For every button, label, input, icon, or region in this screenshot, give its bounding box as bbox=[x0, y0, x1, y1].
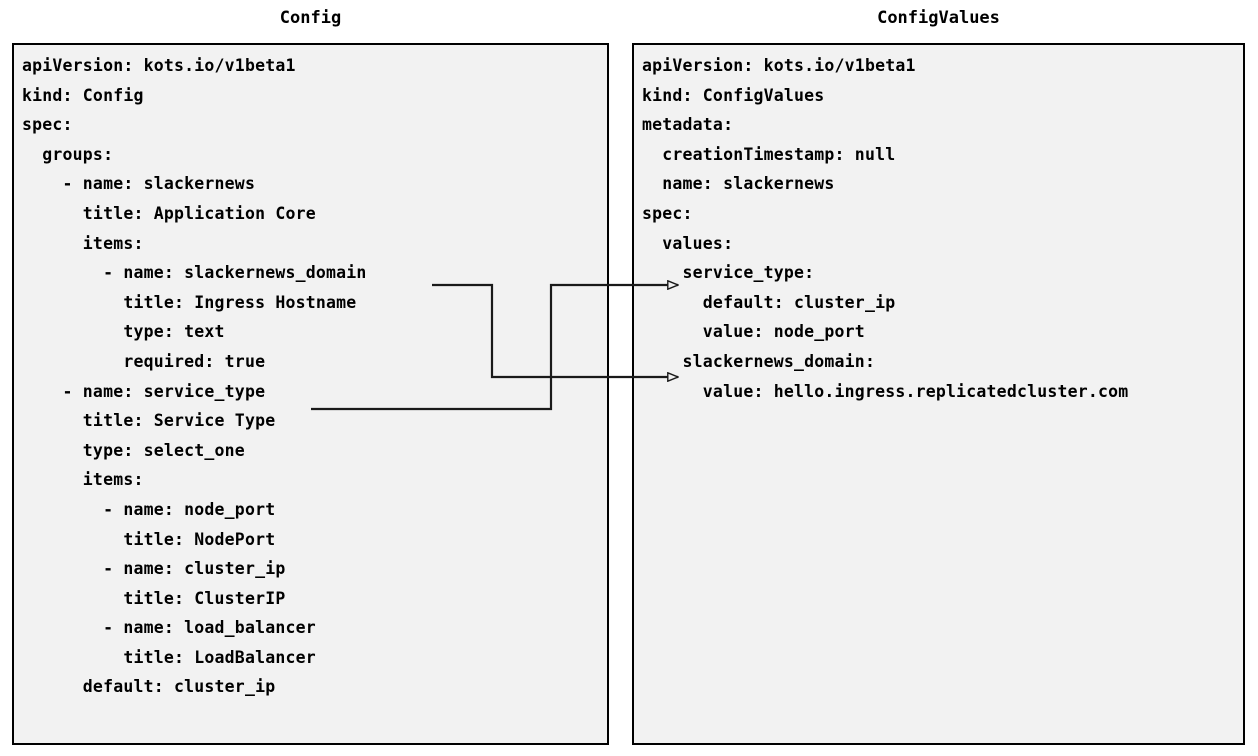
config-yaml-line: title: LoadBalancer bbox=[22, 647, 316, 667]
configvalues-panel-title: ConfigValues bbox=[877, 8, 1000, 28]
configvalues-yaml-line: apiVersion: kots.io/v1beta1 bbox=[642, 56, 916, 75]
configvalues-yaml-line: value: hello.ingress.replicatedcluster.c… bbox=[642, 381, 1129, 401]
config-yaml-line: - name: cluster_ip bbox=[22, 559, 286, 579]
config-yaml-line: title: Application Core bbox=[22, 203, 316, 223]
config-yaml-line: items: bbox=[22, 233, 144, 253]
configvalues-yaml-line: creationTimestamp: null bbox=[642, 144, 896, 164]
config-yaml-line: groups: bbox=[22, 144, 114, 164]
config-yaml-line: title: NodePort bbox=[22, 529, 276, 549]
config-panel-title: Config bbox=[279, 8, 342, 28]
config-yaml-panel: apiVersion: kots.io/v1beta1 kind: Config s… bbox=[12, 43, 609, 745]
config-yaml-line: spec: bbox=[22, 115, 73, 135]
config-yaml-line: - name: node_port bbox=[22, 499, 276, 519]
config-yaml-line: title: Service Type bbox=[22, 411, 276, 431]
configvalues-yaml-line: values: bbox=[642, 233, 734, 253]
config-yaml-line: required: true bbox=[22, 351, 266, 371]
configvalues-yaml-line: slackernews_domain: bbox=[642, 351, 876, 371]
configvalues-yaml-line: metadata: bbox=[642, 115, 734, 135]
configvalues-yaml-line: default: cluster_ip bbox=[642, 292, 896, 312]
configvalues-yaml-lines: apiVersion: kots.io/v1beta1 kind: ConfigV… bbox=[642, 51, 1243, 406]
config-yaml-line: - name: load_balancer bbox=[22, 618, 316, 638]
configvalues-yaml-line: service_type: bbox=[642, 263, 815, 283]
config-yaml-line: title: Ingress Hostname bbox=[22, 292, 357, 312]
config-yaml-line: apiVersion: kots.io/v1beta1 bbox=[22, 56, 296, 75]
configvalues-yaml-line: kind: ConfigValues bbox=[642, 85, 825, 105]
config-yaml-lines: apiVersion: kots.io/v1beta1 kind: Config s… bbox=[22, 51, 607, 702]
config-yaml-line: type: select_one bbox=[22, 440, 245, 460]
config-yaml-line: - name: slackernews_domain bbox=[22, 263, 367, 283]
config-yaml-line: items: bbox=[22, 470, 144, 490]
config-yaml-line: title: ClusterIP bbox=[22, 588, 286, 608]
config-yaml-line: type: text bbox=[22, 322, 225, 342]
config-yaml-line: kind: Config bbox=[22, 85, 144, 105]
config-yaml-line: default: cluster_ip bbox=[22, 677, 276, 697]
config-yaml-line: - name: service_type bbox=[22, 381, 266, 401]
configvalues-yaml-panel: apiVersion: kots.io/v1beta1 kind: ConfigV… bbox=[632, 43, 1245, 745]
config-yaml-line: - name: slackernews bbox=[22, 174, 256, 194]
configvalues-yaml-line: value: node_port bbox=[642, 322, 865, 342]
configvalues-yaml-line: spec: bbox=[642, 203, 693, 223]
configvalues-yaml-line: name: slackernews bbox=[642, 174, 835, 194]
